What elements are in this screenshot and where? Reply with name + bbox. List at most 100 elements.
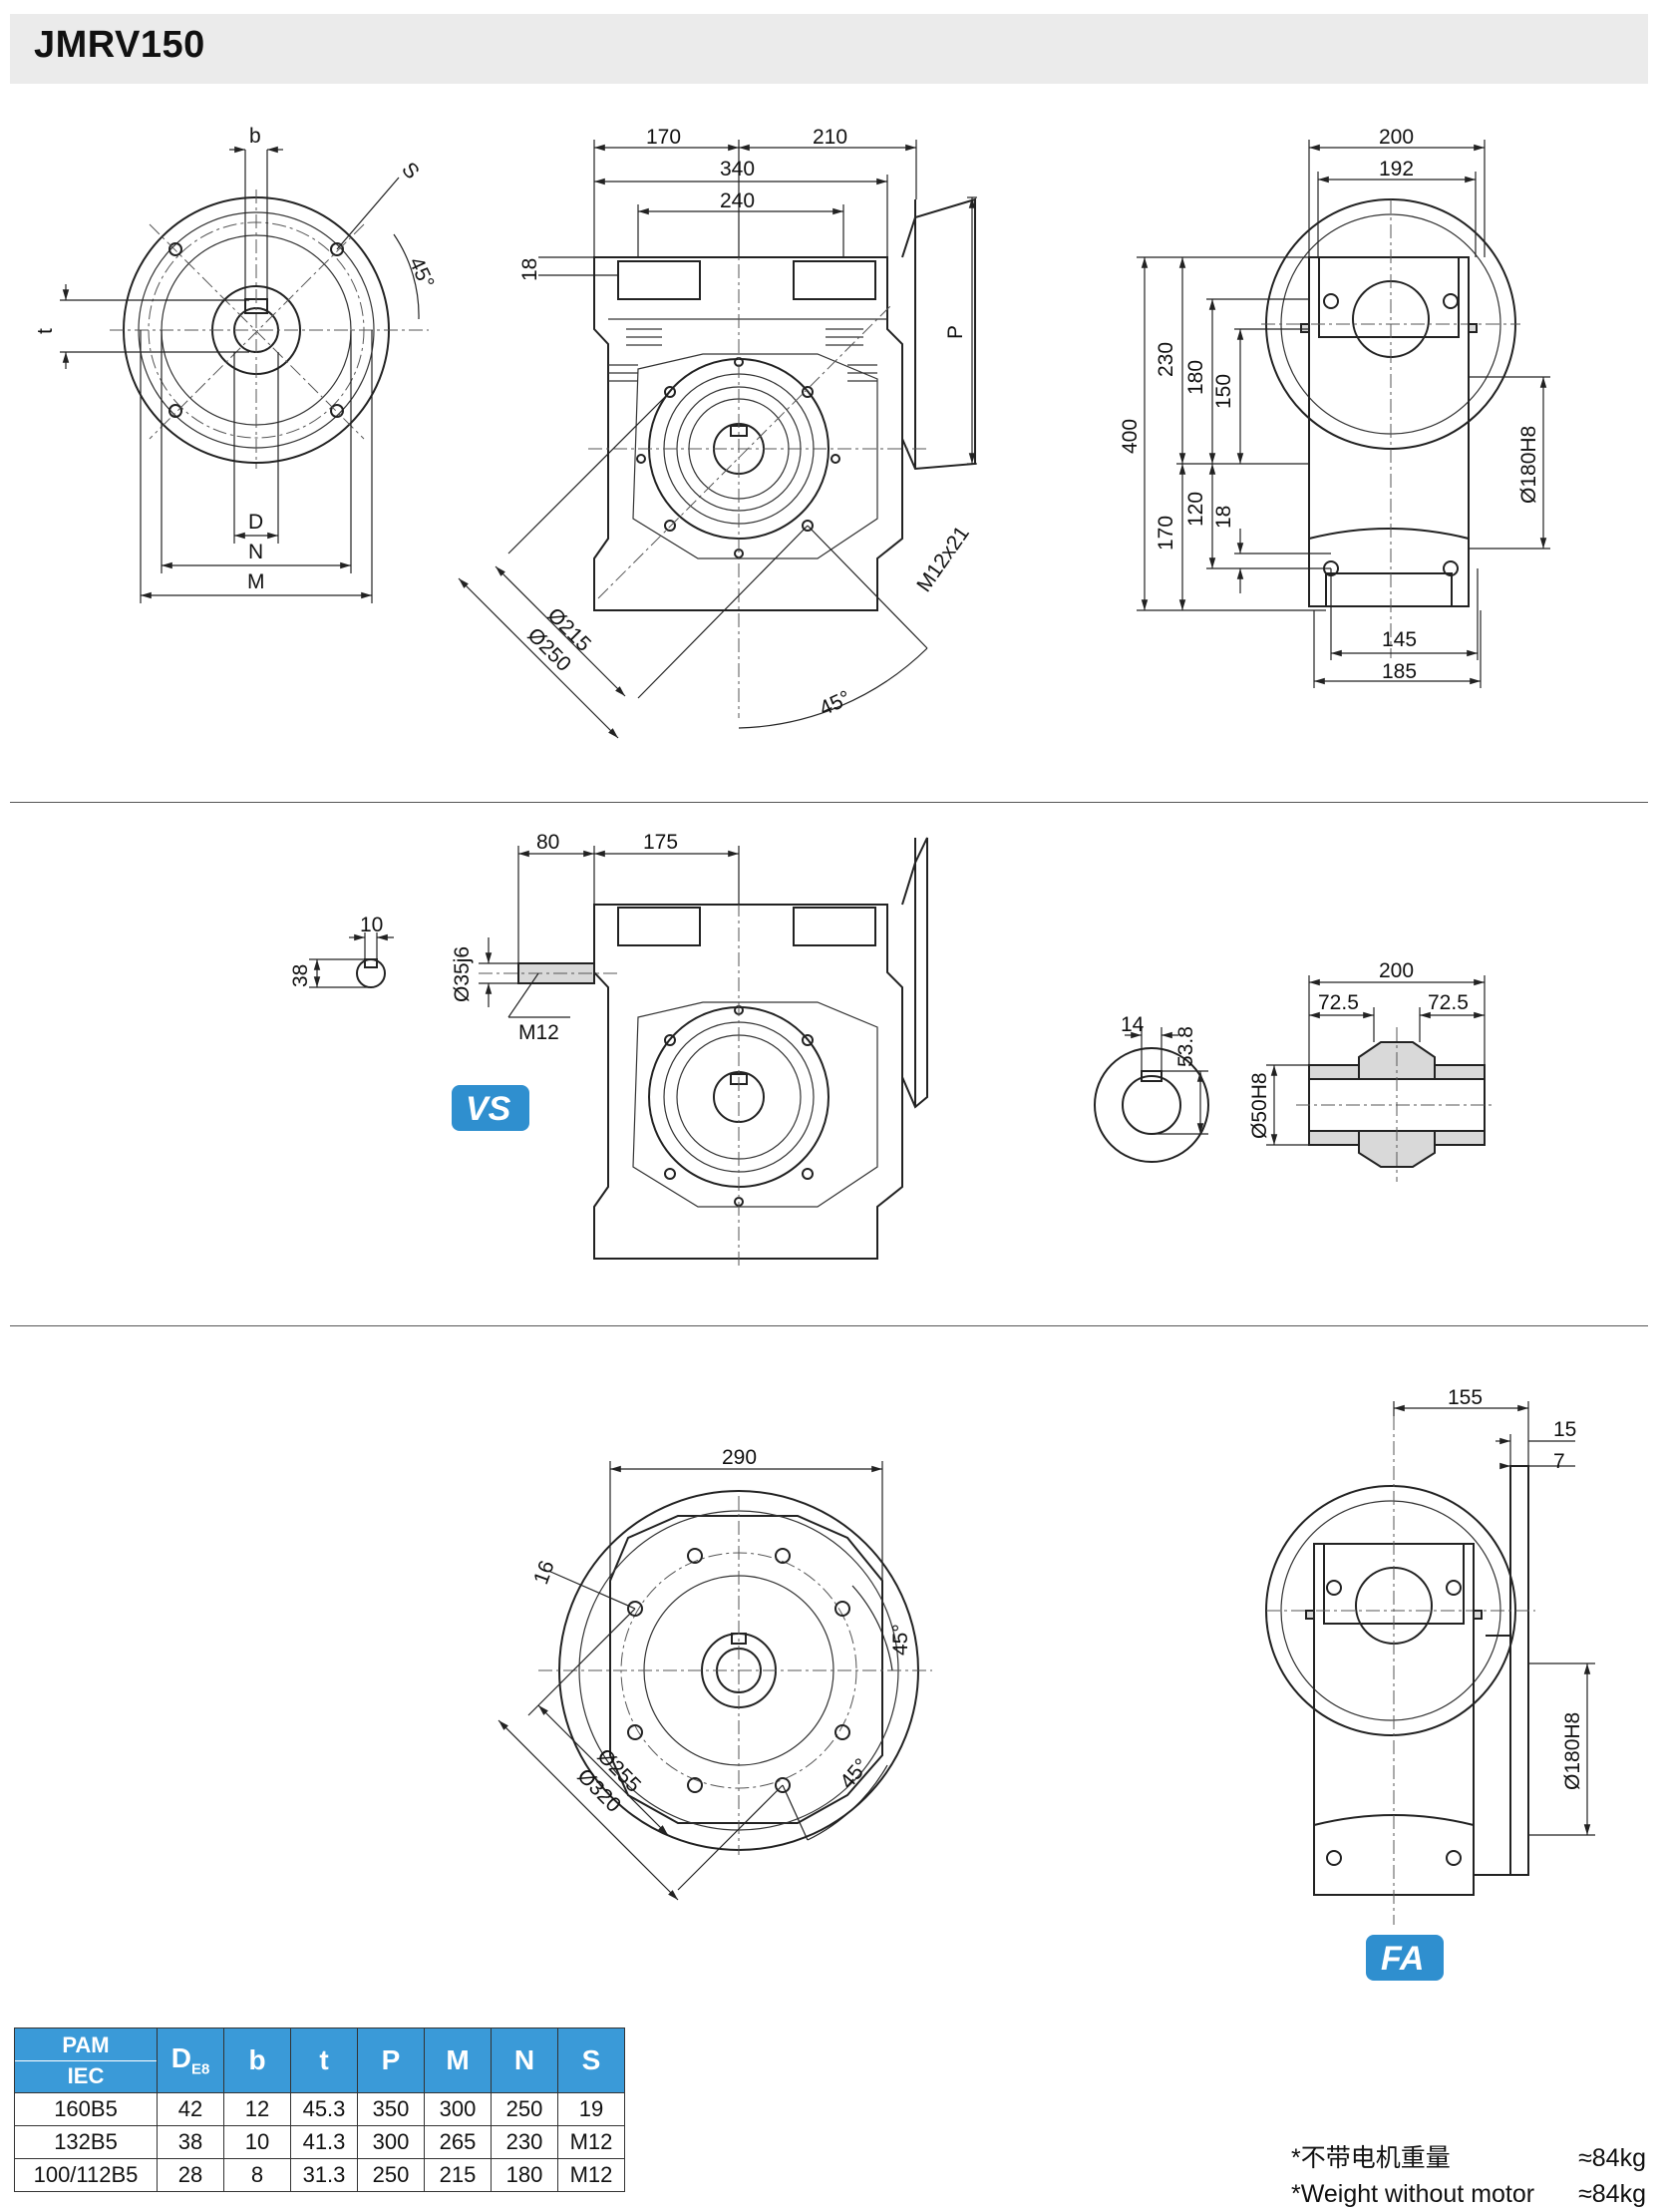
dim-label: 45° bbox=[404, 253, 438, 292]
table-cell: 250 bbox=[357, 2158, 425, 2192]
dim-label: 175 bbox=[643, 831, 678, 854]
dim-label: 16 bbox=[529, 1558, 559, 1588]
weight-row-cn: *不带电机重量 ≈84kg bbox=[1291, 2140, 1646, 2176]
table-header-b: b bbox=[223, 2028, 291, 2093]
dim-label: Ø50H8 bbox=[1248, 1072, 1271, 1139]
table-header-s: S bbox=[557, 2028, 625, 2093]
table-header-p: P bbox=[357, 2028, 425, 2093]
header-de-sub: E8 bbox=[190, 2060, 210, 2078]
dim-label: 10 bbox=[360, 914, 383, 936]
dim-label: 230 bbox=[1155, 342, 1177, 377]
table-cell: 350 bbox=[357, 2092, 425, 2126]
weight-row-en: *Weight without motor ≈84kg bbox=[1291, 2176, 1646, 2212]
gearbox-side-view: 200 192 400 230 170 180 120 150 18 145 bbox=[1119, 126, 1550, 688]
table-cell: 265 bbox=[424, 2125, 492, 2159]
table-cell: 38 bbox=[157, 2125, 224, 2159]
dim-label: t bbox=[34, 328, 57, 334]
vs-badge: VS bbox=[452, 1085, 529, 1131]
table-header-de: DE8 bbox=[157, 2028, 224, 2093]
dim-label: Ø180H8 bbox=[1517, 426, 1540, 504]
table-header-row: PAM IEC DE8 b t P M N S bbox=[14, 2028, 625, 2093]
header-pam: PAM bbox=[15, 2030, 157, 2061]
table-cell: 19 bbox=[557, 2092, 625, 2126]
dim-label: 80 bbox=[536, 831, 559, 854]
vs-front-view: 80 175 Ø35j6 M12 bbox=[451, 831, 928, 1267]
dim-label: 340 bbox=[720, 158, 755, 181]
dim-label: 45° bbox=[889, 1624, 912, 1656]
table-cell: M12 bbox=[557, 2125, 625, 2159]
dim-label: 18 bbox=[1212, 506, 1235, 529]
key-detail: 10 38 bbox=[289, 914, 394, 988]
table-row: 100/112B5 28 8 31.3 250 215 180 M12 bbox=[14, 2158, 625, 2192]
dim-label: 170 bbox=[1155, 516, 1177, 551]
weight-value-en: ≈84kg bbox=[1578, 2180, 1646, 2208]
dim-label: D bbox=[248, 511, 263, 534]
fa-side-view: 155 15 7 Ø180H8 bbox=[1265, 1386, 1595, 1925]
dim-label: 290 bbox=[722, 1446, 757, 1469]
dim-label: 45° bbox=[816, 686, 854, 720]
dim-label: Ø35j6 bbox=[451, 946, 474, 1002]
dim-label: M12x21 bbox=[912, 522, 974, 595]
dim-label: N bbox=[248, 541, 263, 563]
dim-label: 200 bbox=[1379, 959, 1414, 982]
dim-label: 15 bbox=[1553, 1418, 1576, 1441]
table-cell: 28 bbox=[157, 2158, 224, 2192]
table-cell: M12 bbox=[557, 2158, 625, 2192]
dim-label: 14 bbox=[1121, 1013, 1145, 1036]
table-cell: 180 bbox=[491, 2158, 558, 2192]
dim-label: P bbox=[944, 325, 967, 339]
gearbox-front-view: 170 210 340 240 18 P Ø215 Ø250 M12x21 45… bbox=[458, 126, 977, 739]
dim-label: 7 bbox=[1553, 1450, 1565, 1473]
dim-label: 210 bbox=[813, 126, 847, 149]
section-divider bbox=[10, 1325, 1648, 1326]
table-cell: 300 bbox=[424, 2092, 492, 2126]
table-cell: 100/112B5 bbox=[14, 2158, 158, 2192]
header-de: D bbox=[170, 2042, 191, 2074]
dim-label: S bbox=[397, 158, 424, 184]
dim-label: 145 bbox=[1382, 628, 1417, 651]
table-header-n: N bbox=[491, 2028, 558, 2093]
dim-label: 192 bbox=[1379, 158, 1414, 181]
table-header-pam-iec: PAM IEC bbox=[14, 2028, 158, 2093]
table-cell: 132B5 bbox=[14, 2125, 158, 2159]
motor-flange-view: b S 45° t D N M bbox=[34, 125, 439, 603]
header-iec: IEC bbox=[67, 2062, 105, 2088]
table-cell: 230 bbox=[491, 2125, 558, 2159]
dim-label: 53.8 bbox=[1174, 1026, 1197, 1067]
table-header-t: t bbox=[290, 2028, 358, 2093]
spec-table: PAM IEC DE8 b t P M N S 160B5 42 12 45.3… bbox=[14, 2028, 625, 2192]
table-cell: 41.3 bbox=[290, 2125, 358, 2159]
table-cell: 300 bbox=[357, 2125, 425, 2159]
table-cell: 31.3 bbox=[290, 2158, 358, 2192]
dim-label: 18 bbox=[518, 258, 541, 281]
table-cell: 250 bbox=[491, 2092, 558, 2126]
badge-label: VS bbox=[466, 1090, 511, 1128]
weight-label-en: *Weight without motor bbox=[1291, 2180, 1535, 2208]
bore-detail: 14 53.8 bbox=[1094, 1013, 1209, 1163]
dim-label: 155 bbox=[1448, 1386, 1483, 1409]
dim-label: 200 bbox=[1379, 126, 1414, 149]
table-cell: 42 bbox=[157, 2092, 224, 2126]
dim-label: 72.5 bbox=[1428, 991, 1469, 1014]
dim-label: M12 bbox=[518, 1021, 559, 1044]
dim-label: Ø180H8 bbox=[1561, 1712, 1584, 1790]
dim-label: b bbox=[249, 125, 261, 148]
fa-badge: FA bbox=[1366, 1935, 1444, 1981]
table-header-m: M bbox=[424, 2028, 492, 2093]
section-divider bbox=[10, 802, 1648, 803]
dim-label: 120 bbox=[1184, 492, 1207, 527]
header-bar: JMRV150 bbox=[10, 14, 1648, 84]
dim-label: 150 bbox=[1212, 374, 1235, 409]
output-flange-view: 290 16 45° 45° Ø255 Ø320 bbox=[498, 1446, 932, 1901]
table-cell: 10 bbox=[223, 2125, 291, 2159]
dim-label: 38 bbox=[289, 964, 312, 987]
table-cell: 45.3 bbox=[290, 2092, 358, 2126]
table-cell: 8 bbox=[223, 2158, 291, 2192]
table-cell: 160B5 bbox=[14, 2092, 158, 2126]
weight-label-cn: *不带电机重量 bbox=[1291, 2144, 1451, 2172]
weight-note: *不带电机重量 ≈84kg *Weight without motor ≈84k… bbox=[1291, 2140, 1646, 2212]
dim-label: 180 bbox=[1184, 360, 1207, 395]
table-row: 132B5 38 10 41.3 300 265 230 M12 bbox=[14, 2125, 625, 2159]
table-cell: 215 bbox=[424, 2158, 492, 2192]
